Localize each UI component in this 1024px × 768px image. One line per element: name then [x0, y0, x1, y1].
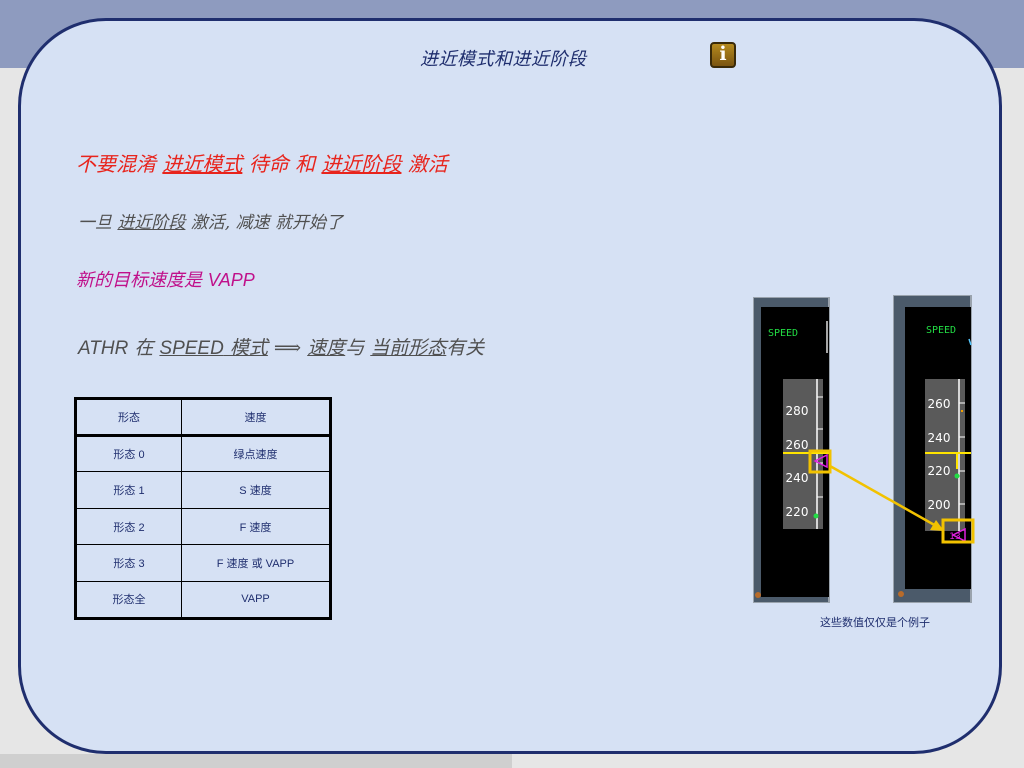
table-row: 形态 3 F 速度 或 VAPP	[75, 544, 331, 582]
warning-line: 不要混淆 进近模式 待命 和 进近阶段 激活	[76, 148, 448, 177]
config-speed-table: 形态 速度 形态 0 绿点速度 形态 1 S 速度 形态 2 F 速度 形态 3…	[74, 397, 332, 620]
link-speed[interactable]: SPEED	[159, 338, 224, 359]
table-header-config: 形态	[75, 398, 182, 437]
info-icon[interactable]: i	[710, 42, 736, 68]
speed-tick-label: 200	[928, 498, 951, 512]
target-speed-triangle	[951, 527, 966, 543]
link-mode[interactable]: 模式	[223, 337, 268, 359]
speed-tick-label: 280	[786, 404, 809, 418]
arrow-head-icon	[930, 520, 944, 531]
highlight-box-after	[941, 518, 975, 544]
decel-text-a: 一旦	[78, 213, 118, 233]
table-row: 形态全 VAPP	[75, 580, 331, 619]
table-cell-speed: VAPP	[181, 580, 331, 619]
link-approach-mode[interactable]: 进近模式	[162, 152, 243, 176]
content-panel	[18, 18, 1002, 754]
athr-line: ATHR 在 SPEED 模式 ⟹ 速度与 当前形态有关	[78, 333, 484, 360]
target-speed-line: 新的目标速度是 VAPP	[76, 266, 255, 292]
info-glyph: i	[719, 43, 727, 65]
green-dot	[954, 473, 960, 479]
table-header-speed: 速度	[181, 398, 331, 437]
target-speed-text: 新的目标速度是	[76, 270, 208, 291]
table-cell-config: 形态全	[75, 580, 182, 619]
transition-arrow	[829, 464, 939, 529]
speed-tick-label: 260	[928, 397, 951, 411]
athr-text-in: 在	[128, 337, 160, 359]
speed-tick-label: 220	[928, 464, 951, 478]
table-row: 形态 1 S 速度	[75, 471, 331, 509]
table-cell-config: 形态 3	[75, 544, 182, 582]
link-speed-cn[interactable]: 速度	[307, 337, 346, 359]
speed-tick-label: 260	[786, 438, 809, 452]
link-current-config[interactable]: 当前形态	[370, 337, 447, 359]
table-header-row: 形态 速度	[75, 398, 331, 437]
table-cell-config: 形态 0	[75, 434, 182, 473]
speed-tick-label: 220	[786, 505, 809, 519]
vapp-label: VAPP	[207, 270, 255, 290]
athr-text-related: 有关	[446, 337, 485, 359]
bottom-strip	[0, 754, 512, 768]
decel-text-b: 激活, 减速 就开始了	[185, 213, 344, 233]
speed-tick-label: 240	[928, 431, 951, 445]
highlight-box-before	[808, 449, 832, 474]
table-row: 形态 2 F 速度	[75, 507, 331, 546]
link-approach-phase[interactable]: 进近阶段	[321, 152, 402, 176]
warning-text-a: 不要混淆	[76, 152, 163, 176]
target-speed-label: 13	[949, 532, 960, 542]
example-caption: 这些数值仅仅是个例子	[820, 616, 930, 629]
athr-text-with: 与	[345, 337, 371, 359]
athr-label: ATHR	[78, 338, 129, 359]
table-cell-speed: F 速度	[181, 507, 331, 546]
target-speed-triangle	[813, 453, 828, 469]
page-title: 进近模式和进近阶段	[420, 49, 587, 70]
speed-tick-label: 240	[786, 471, 809, 485]
warning-text-b: 待命 和	[242, 152, 322, 176]
link-approach-phase-2[interactable]: 进近阶段	[117, 213, 186, 233]
decel-line: 一旦 进近阶段 激活, 减速 就开始了	[78, 208, 343, 233]
speed-mode-label: SPEED	[926, 325, 956, 336]
implies-arrow: ⟹	[267, 337, 308, 359]
table-cell-speed: F 速度 或 VAPP	[181, 544, 331, 582]
table-cell-config: 形态 2	[75, 507, 182, 546]
green-dot	[813, 513, 819, 519]
warning-text-c: 激活	[401, 152, 448, 176]
speed-mode-label: SPEED	[768, 328, 798, 339]
